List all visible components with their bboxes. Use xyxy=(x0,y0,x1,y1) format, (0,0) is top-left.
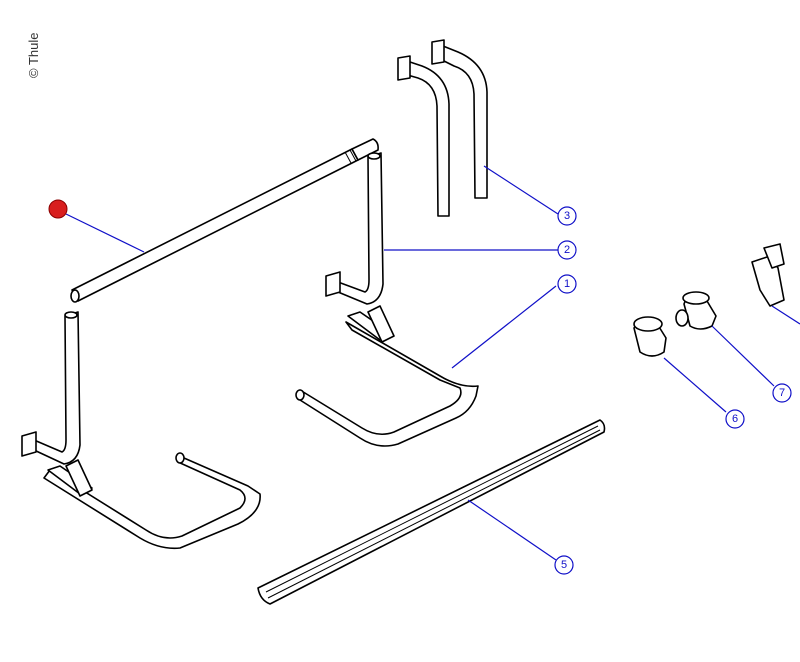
part-long-rail xyxy=(257,419,606,605)
part-connector-6 xyxy=(633,316,667,357)
callout-3-label: 3 xyxy=(564,210,570,222)
callout-7[interactable]: 7 xyxy=(772,383,792,403)
callout-5-label: 5 xyxy=(561,559,567,571)
leader-8-partial xyxy=(771,305,800,325)
part-right-post xyxy=(325,152,384,305)
highlight-marker[interactable] xyxy=(48,199,68,219)
part-clip-partial xyxy=(751,243,785,307)
part-tall-posts xyxy=(397,39,488,217)
callout-7-label: 7 xyxy=(779,387,785,399)
part-long-tube xyxy=(70,138,379,303)
leader-6 xyxy=(663,357,727,413)
leader-1 xyxy=(451,285,557,369)
callout-3[interactable]: 3 xyxy=(557,206,577,226)
callout-1-label: 1 xyxy=(564,278,570,290)
part-right-u-frame xyxy=(295,305,479,447)
callout-6[interactable]: 6 xyxy=(725,409,745,429)
callout-1[interactable]: 1 xyxy=(557,274,577,294)
part-connector-7 xyxy=(675,291,717,330)
leader-lines xyxy=(65,165,800,561)
callout-2[interactable]: 2 xyxy=(557,240,577,260)
leader-3 xyxy=(483,165,559,215)
callout-6-label: 6 xyxy=(732,413,738,425)
copyright-notice: © Thule xyxy=(26,32,41,78)
leader-5 xyxy=(467,499,557,561)
part-left-post xyxy=(21,311,81,465)
callout-2-label: 2 xyxy=(564,244,570,256)
leader-7 xyxy=(711,325,775,387)
part-left-u-frame xyxy=(43,452,261,550)
leader-highlight xyxy=(65,213,145,253)
callout-5[interactable]: 5 xyxy=(554,555,574,575)
